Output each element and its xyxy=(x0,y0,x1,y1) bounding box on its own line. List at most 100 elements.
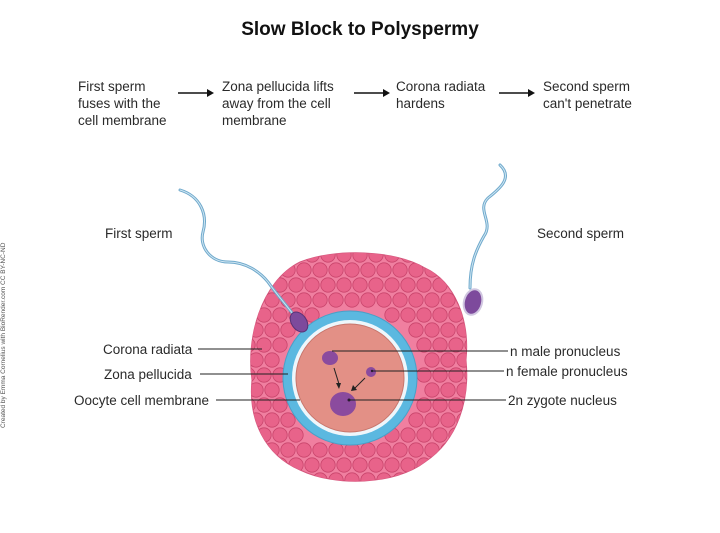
corona-cell xyxy=(432,252,448,263)
corona-cell xyxy=(250,442,264,458)
corona-cell xyxy=(456,382,467,398)
pronucleus-arrow-1 xyxy=(333,367,340,385)
corona-cell xyxy=(256,367,272,383)
step-arrow-1 xyxy=(178,89,214,97)
corona-cell xyxy=(393,233,407,247)
corona-cell xyxy=(408,442,424,458)
corona-cell xyxy=(273,488,287,502)
corona-cell xyxy=(304,307,320,323)
corona-cell xyxy=(456,262,467,278)
corona-cell xyxy=(473,323,487,337)
corona-cell xyxy=(392,262,408,278)
corona-cell xyxy=(448,427,464,443)
corona-cell xyxy=(272,307,288,323)
corona-cell xyxy=(321,488,335,502)
second-sperm-tail xyxy=(468,163,507,290)
corona-cell xyxy=(384,307,400,323)
corona-cell xyxy=(312,442,328,458)
corona-cell xyxy=(344,292,360,308)
corona-cell xyxy=(464,457,467,473)
second-sperm-tail-highlight xyxy=(469,164,506,289)
corona-cell xyxy=(465,488,479,502)
corona-cell xyxy=(473,353,487,367)
corona-cell xyxy=(328,442,344,458)
corona-cell xyxy=(280,472,296,482)
corona-cell xyxy=(233,443,247,457)
corona-cell xyxy=(424,382,440,398)
corona-cell xyxy=(432,427,448,443)
step-2-line2: away from the cell xyxy=(222,96,331,111)
corona-cell xyxy=(368,457,384,473)
corona-cell xyxy=(416,307,432,323)
corona-cell xyxy=(376,442,392,458)
corona-cell xyxy=(416,337,432,353)
corona-cell xyxy=(233,293,247,307)
corona-cell xyxy=(449,488,463,502)
corona-cell xyxy=(440,262,456,278)
corona-cell xyxy=(250,307,256,323)
corona-cell xyxy=(280,262,296,278)
step-4-text: Second sperm can't penetrate xyxy=(543,78,632,112)
step-2-line1: Zona pellucida lifts xyxy=(222,79,334,94)
oocyte xyxy=(295,323,405,433)
label-corona-radiata: Corona radiata xyxy=(103,342,193,357)
step-3-line1: Corona radiata xyxy=(396,79,486,94)
corona-cell xyxy=(456,352,467,368)
corona-cell xyxy=(353,488,367,502)
corona-cell xyxy=(432,277,448,293)
corona-cell xyxy=(473,413,487,427)
label-zona-pellucida: Zona pellucida xyxy=(104,367,192,382)
corona-cell xyxy=(360,442,376,458)
corona-cell xyxy=(432,397,448,413)
step-2-line3: membrane xyxy=(222,113,287,128)
corona-cell xyxy=(408,292,424,308)
corona-cell xyxy=(448,397,464,413)
corona-cell xyxy=(440,352,456,368)
step-arrow-3 xyxy=(499,89,535,97)
corona-cell xyxy=(256,307,272,323)
corona-cell xyxy=(440,412,456,428)
corona-cell xyxy=(368,277,384,293)
corona-cell xyxy=(288,252,304,263)
corona-cell xyxy=(416,277,432,293)
corona-cell xyxy=(272,457,288,473)
step-4-line1: Second sperm xyxy=(543,79,631,94)
corona-cell xyxy=(456,322,467,338)
corona-cell xyxy=(256,397,272,413)
corona-cell xyxy=(424,322,440,338)
corona-cell xyxy=(312,262,328,278)
corona-cell xyxy=(408,412,424,428)
pronucleus-arrowhead-2 xyxy=(351,385,357,391)
corona-cell xyxy=(417,488,431,502)
male-pronucleus xyxy=(322,351,338,365)
pronucleus-arrow-2 xyxy=(354,377,366,389)
step-3-line2: hardens xyxy=(396,96,445,111)
corona-cell xyxy=(304,252,320,263)
step-arrow-2 xyxy=(354,89,390,97)
corona-cell xyxy=(385,488,399,502)
corona-cell xyxy=(345,233,359,247)
corona-cell xyxy=(272,337,288,353)
corona-cell xyxy=(352,252,368,263)
corona-cell xyxy=(272,252,288,263)
corona-cell xyxy=(432,457,448,473)
corona-cell xyxy=(297,233,311,247)
corona-cell xyxy=(336,277,352,293)
corona-cell xyxy=(408,322,424,338)
corona-cell xyxy=(416,367,432,383)
corona-cell xyxy=(280,442,296,458)
corona-cell xyxy=(456,442,467,458)
corona-cell xyxy=(425,233,439,247)
corona-cell xyxy=(360,292,376,308)
corona-cell xyxy=(400,277,416,293)
corona-cell xyxy=(432,307,448,323)
corona-cell xyxy=(384,277,400,293)
corona-cell xyxy=(336,457,352,473)
corona-cell xyxy=(409,233,423,247)
corona-cell xyxy=(280,412,296,428)
corona-cell xyxy=(256,457,272,473)
step-1-line1: First sperm xyxy=(78,79,146,94)
corona-cell xyxy=(416,397,432,413)
corona-cell xyxy=(264,292,280,308)
